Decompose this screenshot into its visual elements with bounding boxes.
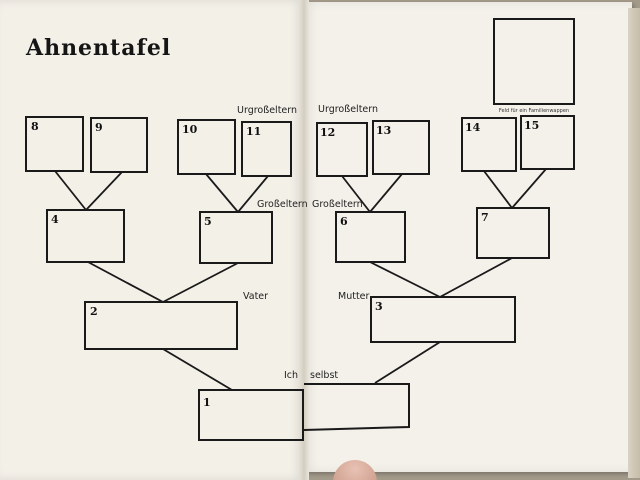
link-12-6 [341,175,371,213]
box-10 [177,119,236,175]
label-great-grandparents-left: Urgroßeltern [237,105,298,116]
page-title: Ahnentafel [26,35,172,61]
box-1 [198,389,304,441]
box-number-8: 8 [31,120,39,133]
link-8-4 [54,170,87,211]
box-14 [461,117,517,172]
box-2 [84,301,238,350]
box-6 [335,211,406,263]
link-4-2 [87,261,164,303]
link-7-3 [439,257,513,298]
label-great-grandparents-right: Urgroßeltern [318,104,379,115]
book-spine [299,0,309,480]
box-number-7: 7 [481,211,489,224]
box-11 [241,121,292,177]
box-13 [372,120,430,175]
box-number-4: 4 [51,213,59,226]
left-page [0,0,304,480]
label-self-left: Ich [284,370,299,381]
link-15-7 [511,168,547,209]
crest-caption: Feld für ein Familienwappen [498,108,570,114]
right-page [304,2,632,472]
label-grandparents-right: Großeltern [312,199,363,210]
link-5-2 [162,262,239,303]
label-self-right: selbst [310,370,339,381]
box-9 [90,117,148,173]
page-edge [628,8,640,478]
link-13-6 [369,173,403,213]
link-3-1 [374,341,441,384]
box-number-1: 1 [203,396,211,409]
tree-links [54,168,547,391]
box-12 [316,122,368,177]
box-3 [370,296,516,343]
link-6-3 [369,261,441,298]
label-grandparents-left: Großeltern [257,199,308,210]
box-number-6: 6 [340,215,348,228]
link-11-5 [237,175,269,213]
box-number-2: 2 [90,305,98,318]
link-2-1 [162,348,233,391]
box-number-9: 9 [95,121,103,134]
box-number-3: 3 [375,300,383,313]
link-14-7 [483,170,513,209]
box-number-11: 11 [246,125,262,138]
box-1-right-half [303,383,410,431]
box-number-13: 13 [376,124,392,137]
box-5 [199,211,273,264]
box-15 [520,115,575,170]
tree-boxes [25,18,575,441]
box-number-15: 15 [524,119,540,132]
label-mother: Mutter [338,291,370,302]
link-10-5 [205,173,239,213]
box-number-10: 10 [182,123,198,136]
box-number-14: 14 [465,121,481,134]
box-4 [46,209,125,263]
crest-box [493,18,575,105]
box-number-12: 12 [320,126,336,139]
box-7 [476,207,550,259]
link-9-4 [85,171,123,211]
thumb [333,460,377,480]
box-8 [25,116,84,172]
box-number-5: 5 [204,215,212,228]
label-father: Vater [243,291,269,302]
